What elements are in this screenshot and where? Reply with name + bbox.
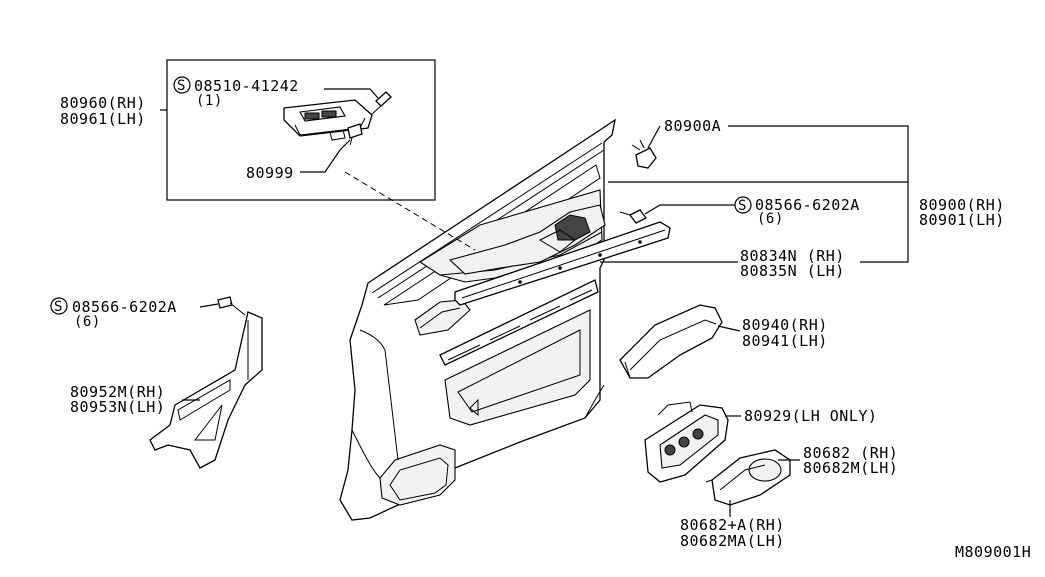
- label-08510-qty: (1): [196, 93, 223, 109]
- label-80900A: 80900A: [664, 117, 721, 135]
- door-trim-panel: [339, 118, 616, 521]
- label-80901: 80901(LH): [919, 211, 1005, 229]
- bracket: [149, 311, 263, 469]
- label-80682: 80682 (RH): [803, 444, 898, 462]
- label-08566-left: 08566-6202A: [72, 298, 177, 316]
- label-80682A: 80682+A(RH): [680, 516, 785, 534]
- label-80952M: 80952M(RH): [70, 383, 165, 401]
- screw-08510-icon: [371, 91, 392, 115]
- leader-80900A: [647, 125, 661, 149]
- inside-handle: [705, 449, 791, 506]
- label-80682M: 80682M(LH): [803, 459, 898, 477]
- screw-08566-left-icon: [217, 296, 246, 316]
- label-80941: 80941(LH): [742, 332, 828, 350]
- leader-dashed-switch: [344, 171, 476, 251]
- label-08566-left-qty: (6): [74, 314, 101, 330]
- label-80953N: 80953N(LH): [70, 398, 165, 416]
- clip-80999-icon: [347, 123, 363, 146]
- screw-08566-right-icon: [619, 209, 647, 224]
- label-80999: 80999: [246, 164, 294, 182]
- switch-inset-box: [166, 59, 436, 201]
- switch-bezel: [644, 401, 729, 483]
- screw-symbol-1-text: S: [177, 78, 186, 94]
- leader-80940: [717, 325, 741, 332]
- label-80940: 80940(RH): [742, 316, 828, 334]
- screw-symbol-2-text: S: [738, 198, 747, 214]
- figure-code: M809001H: [955, 543, 1031, 561]
- label-80835N: 80835N (LH): [740, 262, 845, 280]
- label-80929: 80929(LH ONLY): [744, 407, 877, 425]
- screw-symbol-3-text: S: [54, 299, 63, 315]
- leader-80900-bracket: [728, 125, 909, 263]
- armrest-strip: [454, 221, 671, 306]
- leader-08510: [324, 88, 379, 99]
- label-80961: 80961(LH): [60, 110, 146, 128]
- leader-80999: [300, 139, 351, 173]
- label-80900: 80900(RH): [919, 196, 1005, 214]
- leader-08566-right: [644, 204, 735, 215]
- screw-symbol-2: [734, 196, 752, 214]
- screw-symbol-1: [173, 76, 191, 94]
- leader-08566-left: [199, 303, 219, 308]
- screw-symbol-3: [50, 297, 68, 315]
- label-08566-right: 08566-6202A: [755, 196, 860, 214]
- label-08566-right-qty: (6): [757, 211, 784, 227]
- clip-80900A-icon: [631, 139, 657, 169]
- label-08510: 08510-41242: [194, 77, 299, 95]
- armrest-cover: [619, 304, 723, 379]
- label-80682MA: 80682MA(LH): [680, 532, 785, 550]
- label-80834N: 80834N (RH): [740, 247, 845, 265]
- label-80960: 80960(RH): [60, 94, 146, 112]
